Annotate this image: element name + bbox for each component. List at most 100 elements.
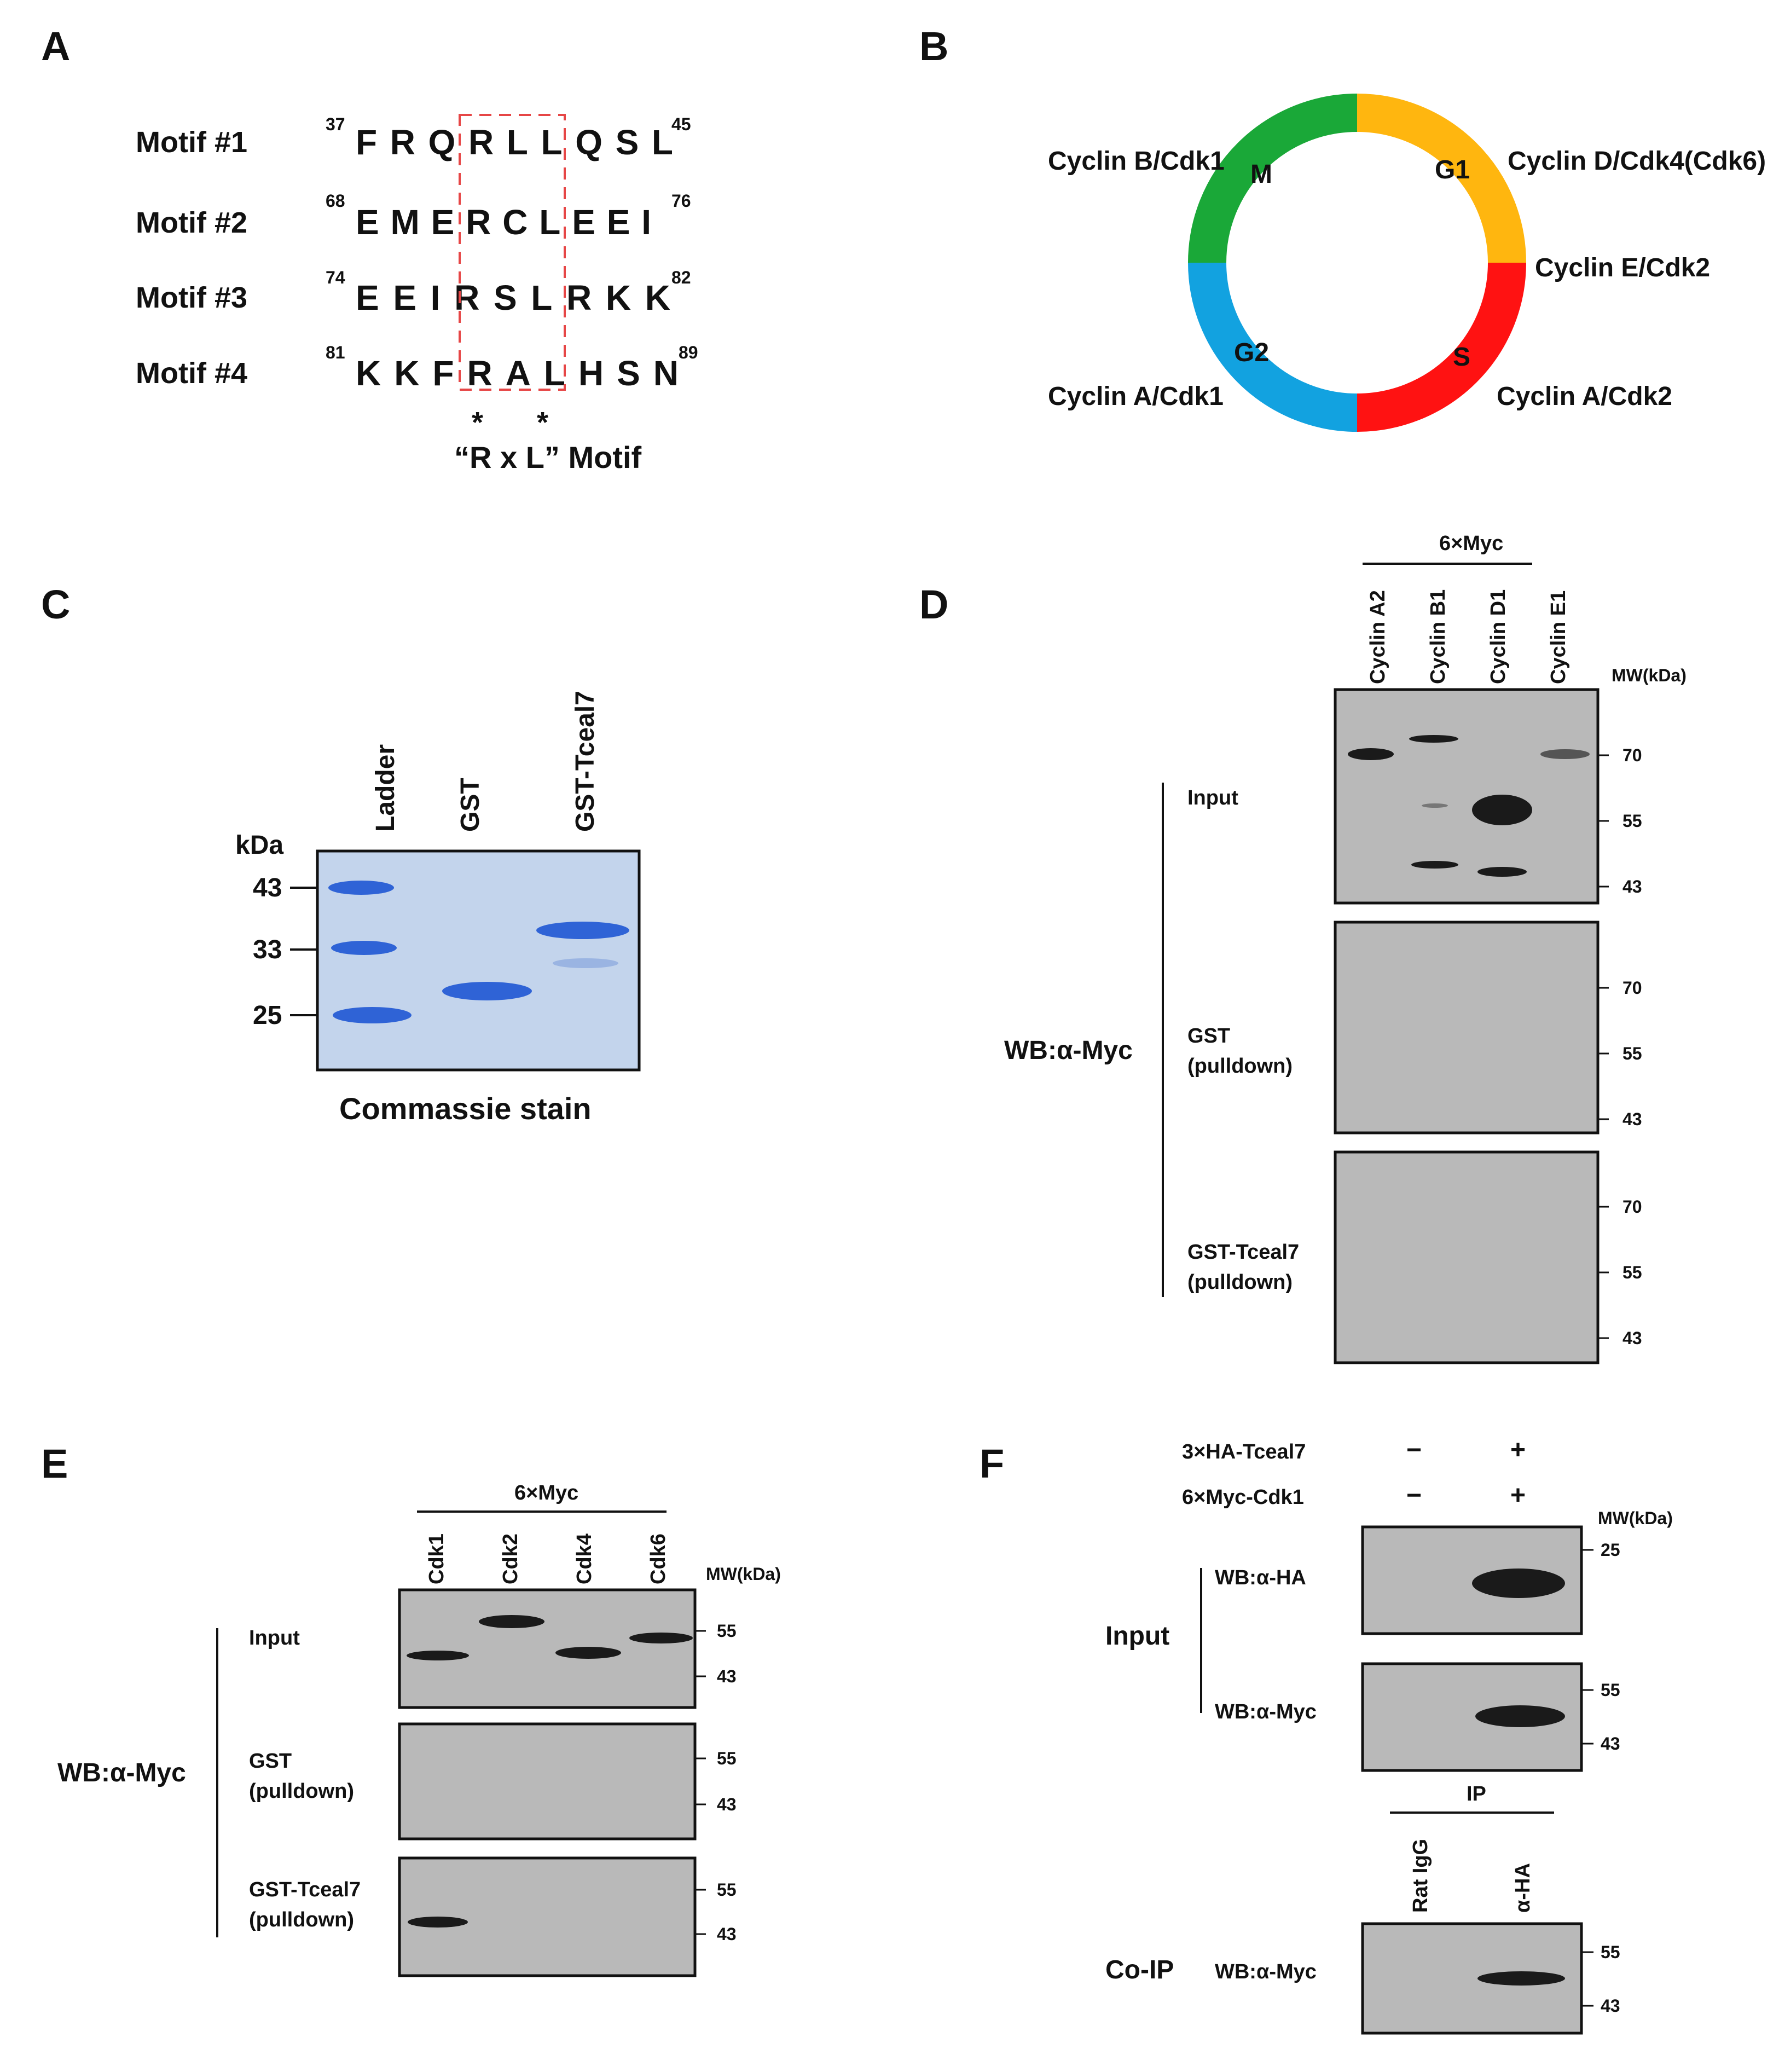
band-cdk4: [555, 1647, 621, 1659]
lane-label: Cdk4: [573, 1533, 596, 1584]
blot-input: [398, 1588, 697, 1709]
mw-marker: 43: [717, 1795, 737, 1814]
mw-title: MW(kDa): [706, 1564, 781, 1584]
mw-marker: 55: [717, 1749, 737, 1768]
band-cyclin-d1: [1472, 795, 1532, 825]
mw-marker: 55: [717, 1621, 737, 1641]
mw-marker: 43: [717, 1924, 737, 1944]
motif-start: 37: [326, 114, 345, 134]
cell-cycle-arc-m: [1188, 94, 1358, 263]
band-cdk1-pulldown: [408, 1917, 468, 1928]
motif-row-4: Motif #4 81 KKFRALHSN 89: [136, 343, 698, 393]
row-label: GST: [249, 1750, 292, 1773]
marker-33: 33: [253, 935, 282, 964]
cell-cycle-arc-g2: [1188, 262, 1358, 432]
mw-marker: 55: [1622, 811, 1642, 831]
phase-label-m: M: [1250, 160, 1272, 189]
lane-label: Cyclin D1: [1487, 589, 1510, 684]
lane-label-gst-tceal7: GST-Tceal7: [571, 691, 600, 832]
band-coip-myc-cdk1: [1477, 1971, 1565, 1986]
phase-label-g1: G1: [1435, 155, 1470, 184]
tag-label: 6×Myc: [1439, 532, 1503, 555]
coip-label: Co-IP: [1105, 1955, 1174, 1984]
motif-label: Motif #3: [136, 281, 247, 314]
blot-input-myc: [1361, 1662, 1583, 1772]
mw-title: MW(kDa): [1612, 665, 1687, 685]
condition-value: −: [1406, 1436, 1422, 1465]
motif-sequence: FRQRLLQSL: [356, 123, 673, 162]
motif-label: Motif #1: [136, 126, 247, 159]
wb-label: WB:α-Myc: [57, 1758, 186, 1787]
condition-value: −: [1406, 1481, 1422, 1510]
panel-c: Ladder GST GST-Tceal7 kDa 43 33 25 Comma…: [235, 691, 641, 1126]
motif-row-1: Motif #1 37 FRQRLLQSL 45: [136, 114, 691, 162]
ip-lane-label: Rat IgG: [1409, 1839, 1432, 1913]
motif-start: 81: [326, 343, 345, 362]
band-cdk1: [407, 1651, 469, 1660]
row-label: GST-Tceal7: [249, 1878, 361, 1901]
panel-label-e: E: [41, 1441, 68, 1486]
ladder-band-43: [328, 881, 394, 895]
lane-label: Cdk6: [647, 1533, 670, 1584]
lane-label: Cyclin E1: [1547, 591, 1570, 684]
mw-marker: 70: [1622, 745, 1642, 765]
kda-label: kDa: [235, 831, 283, 860]
motif-sequence: KKFRALHSN: [356, 354, 679, 393]
gst-tceal7-faint-band: [553, 958, 618, 968]
input-label: Input: [1105, 1622, 1169, 1651]
motif-row-2: Motif #2 68 EMERCLEEI 76: [136, 191, 691, 242]
band-ha-tceal7: [1472, 1569, 1565, 1598]
cell-cycle-arc-s: [1357, 262, 1526, 432]
band-cyclin-b1-faint: [1422, 803, 1448, 808]
wb-label-ha: WB:α-HA: [1215, 1566, 1306, 1589]
lane-label-ladder: Ladder: [371, 744, 400, 832]
gel-caption: Commassie stain: [339, 1091, 592, 1126]
motif-sequence: EMERCLEEI: [356, 202, 651, 242]
condition-value: +: [1510, 1436, 1526, 1465]
panel-d: 6×Myc Cyclin A2 Cyclin B1 Cyclin D1 Cycl…: [1004, 532, 1687, 1364]
lane-label: Cyclin B1: [1427, 589, 1450, 684]
condition-value: +: [1510, 1481, 1526, 1510]
row-sublabel: (pulldown): [1187, 1271, 1293, 1294]
mw-marker: 55: [1601, 1942, 1620, 1962]
lane-label: Cdk1: [425, 1533, 448, 1584]
mw-title: MW(kDa): [1598, 1508, 1673, 1528]
row-label: Input: [249, 1627, 300, 1650]
gst-tceal7-band: [536, 922, 629, 939]
tag-label: 6×Myc: [514, 1481, 578, 1504]
panel-label-d: D: [919, 582, 948, 627]
motif-end: 45: [671, 114, 691, 134]
mw-marker: 43: [1622, 1328, 1642, 1348]
motif-end: 76: [671, 191, 691, 211]
mw-marker: 55: [1622, 1263, 1642, 1282]
coip-wb-label: WB:α-Myc: [1215, 1960, 1317, 1983]
panel-a: Motif #1 37 FRQRLLQSL 45 Motif #2 68 EME…: [136, 114, 698, 474]
motif-label: Motif #4: [136, 357, 247, 390]
panel-label-c: C: [41, 582, 70, 627]
panel-label-b: B: [919, 24, 948, 69]
mw-marker: 43: [1601, 1734, 1620, 1753]
panel-e: 6×Myc Cdk1 Cdk2 Cdk4 Cdk6 MW(kDa) 55 43 …: [57, 1481, 781, 1977]
blot-gst-pulldown: [398, 1722, 697, 1841]
band-cdk6: [629, 1633, 693, 1643]
marker-25: 25: [253, 1001, 282, 1030]
label-cyclin-a-cdk2: Cyclin A/Cdk2: [1497, 382, 1672, 411]
band-cdk2: [479, 1615, 544, 1628]
lane-label: Cdk2: [499, 1533, 522, 1584]
label-cyclin-d: Cyclin D/Cdk4(Cdk6): [1508, 147, 1766, 176]
wb-label-myc: WB:α-Myc: [1215, 1700, 1317, 1723]
band-cyclin-e1: [1540, 749, 1590, 759]
blot-input: [1334, 688, 1600, 905]
mw-marker: 43: [1622, 1109, 1642, 1129]
row-label: GST-Tceal7: [1187, 1241, 1299, 1264]
mw-marker: 43: [717, 1666, 737, 1686]
blot-gst-tceal7-pulldown: [398, 1856, 697, 1977]
motif-end: 82: [671, 268, 691, 287]
row-label: Input: [1187, 786, 1238, 809]
band-myc-cdk1: [1475, 1705, 1565, 1727]
panel-label-f: F: [980, 1441, 1004, 1486]
row-sublabel: (pulldown): [1187, 1055, 1293, 1078]
condition-label: 3×HA-Tceal7: [1182, 1440, 1306, 1463]
panel-f: 3×HA-Tceal7 − + 6×Myc-Cdk1 − + MW(kDa) 2…: [1105, 1436, 1673, 2035]
motif-highlight-box: [459, 114, 566, 391]
